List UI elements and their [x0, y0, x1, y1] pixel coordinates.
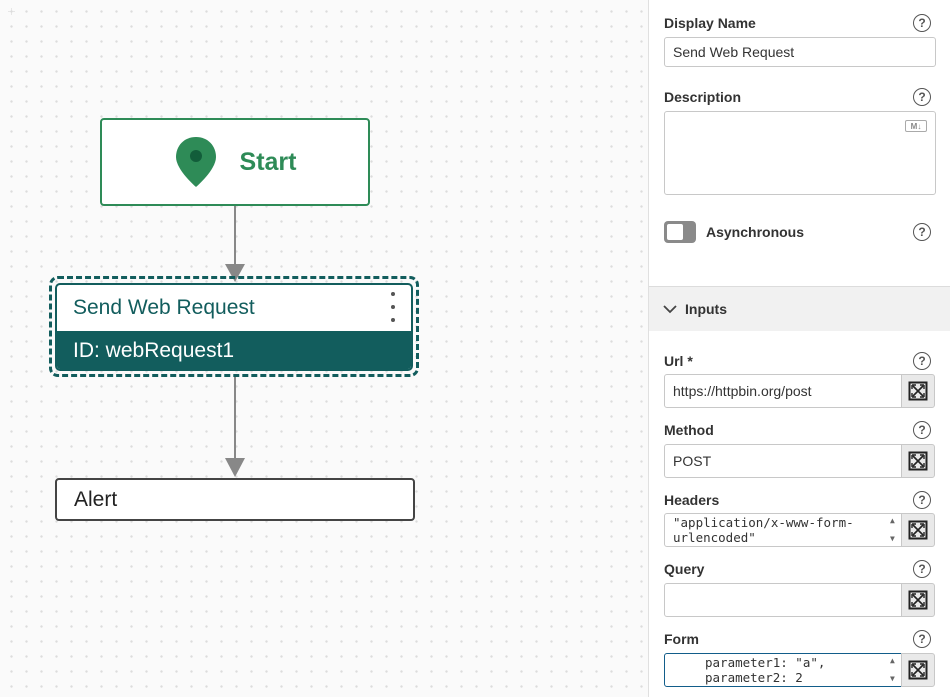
expand-icon — [908, 520, 928, 540]
help-icon[interactable]: ? — [913, 491, 931, 509]
node-menu-icon[interactable] — [390, 292, 396, 322]
edge-start-to-send — [225, 206, 245, 282]
url-value: https://httpbin.org/post — [673, 383, 812, 399]
expression-editor-button[interactable] — [901, 583, 935, 617]
toggle-knob — [667, 224, 683, 240]
help-icon[interactable]: ? — [913, 630, 931, 648]
description-textarea[interactable]: M↓ — [664, 111, 936, 195]
expression-editor-button[interactable] — [901, 374, 935, 408]
chevron-down-icon — [663, 305, 677, 314]
headers-line-2: urlencoded" — [673, 530, 756, 545]
arrowhead-icon — [225, 458, 245, 477]
workflow-edges — [225, 206, 245, 477]
method-label: Method — [664, 422, 714, 438]
help-icon[interactable]: ? — [913, 88, 931, 106]
asynchronous-toggle[interactable] — [664, 221, 696, 243]
send-web-request-node-id: ID: webRequest1 — [57, 331, 411, 369]
query-input[interactable] — [664, 583, 903, 617]
query-label: Query — [664, 561, 705, 577]
help-icon[interactable]: ? — [913, 223, 931, 241]
expand-icon — [908, 660, 928, 680]
display-name-value: Send Web Request — [673, 44, 795, 60]
form-label: Form — [664, 631, 699, 647]
markdown-icon: M↓ — [905, 120, 927, 132]
alert-node-title: Alert — [74, 487, 118, 511]
help-icon[interactable]: ? — [913, 560, 931, 578]
expression-editor-button[interactable] — [901, 513, 935, 547]
url-label: Url * — [664, 353, 693, 369]
map-pin-icon — [175, 137, 216, 187]
alert-node[interactable]: Alert — [55, 478, 415, 521]
properties-panel: Display Name ? Send Web Request Descript… — [648, 0, 950, 697]
method-input[interactable]: POST — [664, 444, 903, 478]
arrowhead-icon — [225, 264, 245, 282]
form-editor[interactable]: parameter1: "a", parameter2: 2 ▲▼ — [664, 653, 903, 687]
help-icon[interactable]: ? — [913, 14, 931, 32]
expression-editor-button[interactable] — [901, 444, 935, 478]
help-icon[interactable]: ? — [913, 421, 931, 439]
inputs-section-label: Inputs — [685, 301, 727, 317]
expand-icon — [908, 451, 928, 471]
method-value: POST — [673, 453, 712, 469]
headers-label: Headers — [664, 492, 720, 508]
selected-node-outline — [49, 276, 419, 377]
workflow-canvas[interactable]: Start Send Web Request ID: webRequest1 A… — [0, 0, 648, 697]
send-web-request-node[interactable]: Send Web Request ID: webRequest1 — [55, 283, 413, 371]
headers-editor[interactable]: "application/x-www-form- urlencoded" ▲▼ — [664, 513, 903, 547]
scrollbar[interactable]: ▲▼ — [890, 516, 895, 543]
headers-line-1: "application/x-www-form- — [673, 515, 854, 530]
inputs-section-header[interactable]: Inputs — [649, 286, 950, 331]
help-icon[interactable]: ? — [913, 352, 931, 370]
form-line-2: parameter2: 2 — [705, 670, 803, 685]
expression-editor-button[interactable] — [901, 653, 935, 687]
start-node-label: Start — [239, 147, 297, 176]
description-label: Description — [664, 89, 742, 105]
display-name-label: Display Name — [664, 15, 756, 31]
send-web-request-node-header: Send Web Request — [57, 285, 411, 331]
edge-send-to-alert — [225, 377, 245, 477]
url-input[interactable]: https://httpbin.org/post — [664, 374, 903, 408]
start-node[interactable]: Start — [100, 118, 370, 206]
send-web-request-node-title: Send Web Request — [73, 296, 255, 319]
form-line-1: parameter1: "a", — [705, 655, 826, 670]
expand-icon — [908, 590, 928, 610]
display-name-input[interactable]: Send Web Request — [664, 37, 936, 67]
asynchronous-label: Asynchronous — [706, 224, 805, 240]
expand-icon — [908, 381, 928, 401]
scrollbar[interactable]: ▲▼ — [890, 656, 895, 683]
